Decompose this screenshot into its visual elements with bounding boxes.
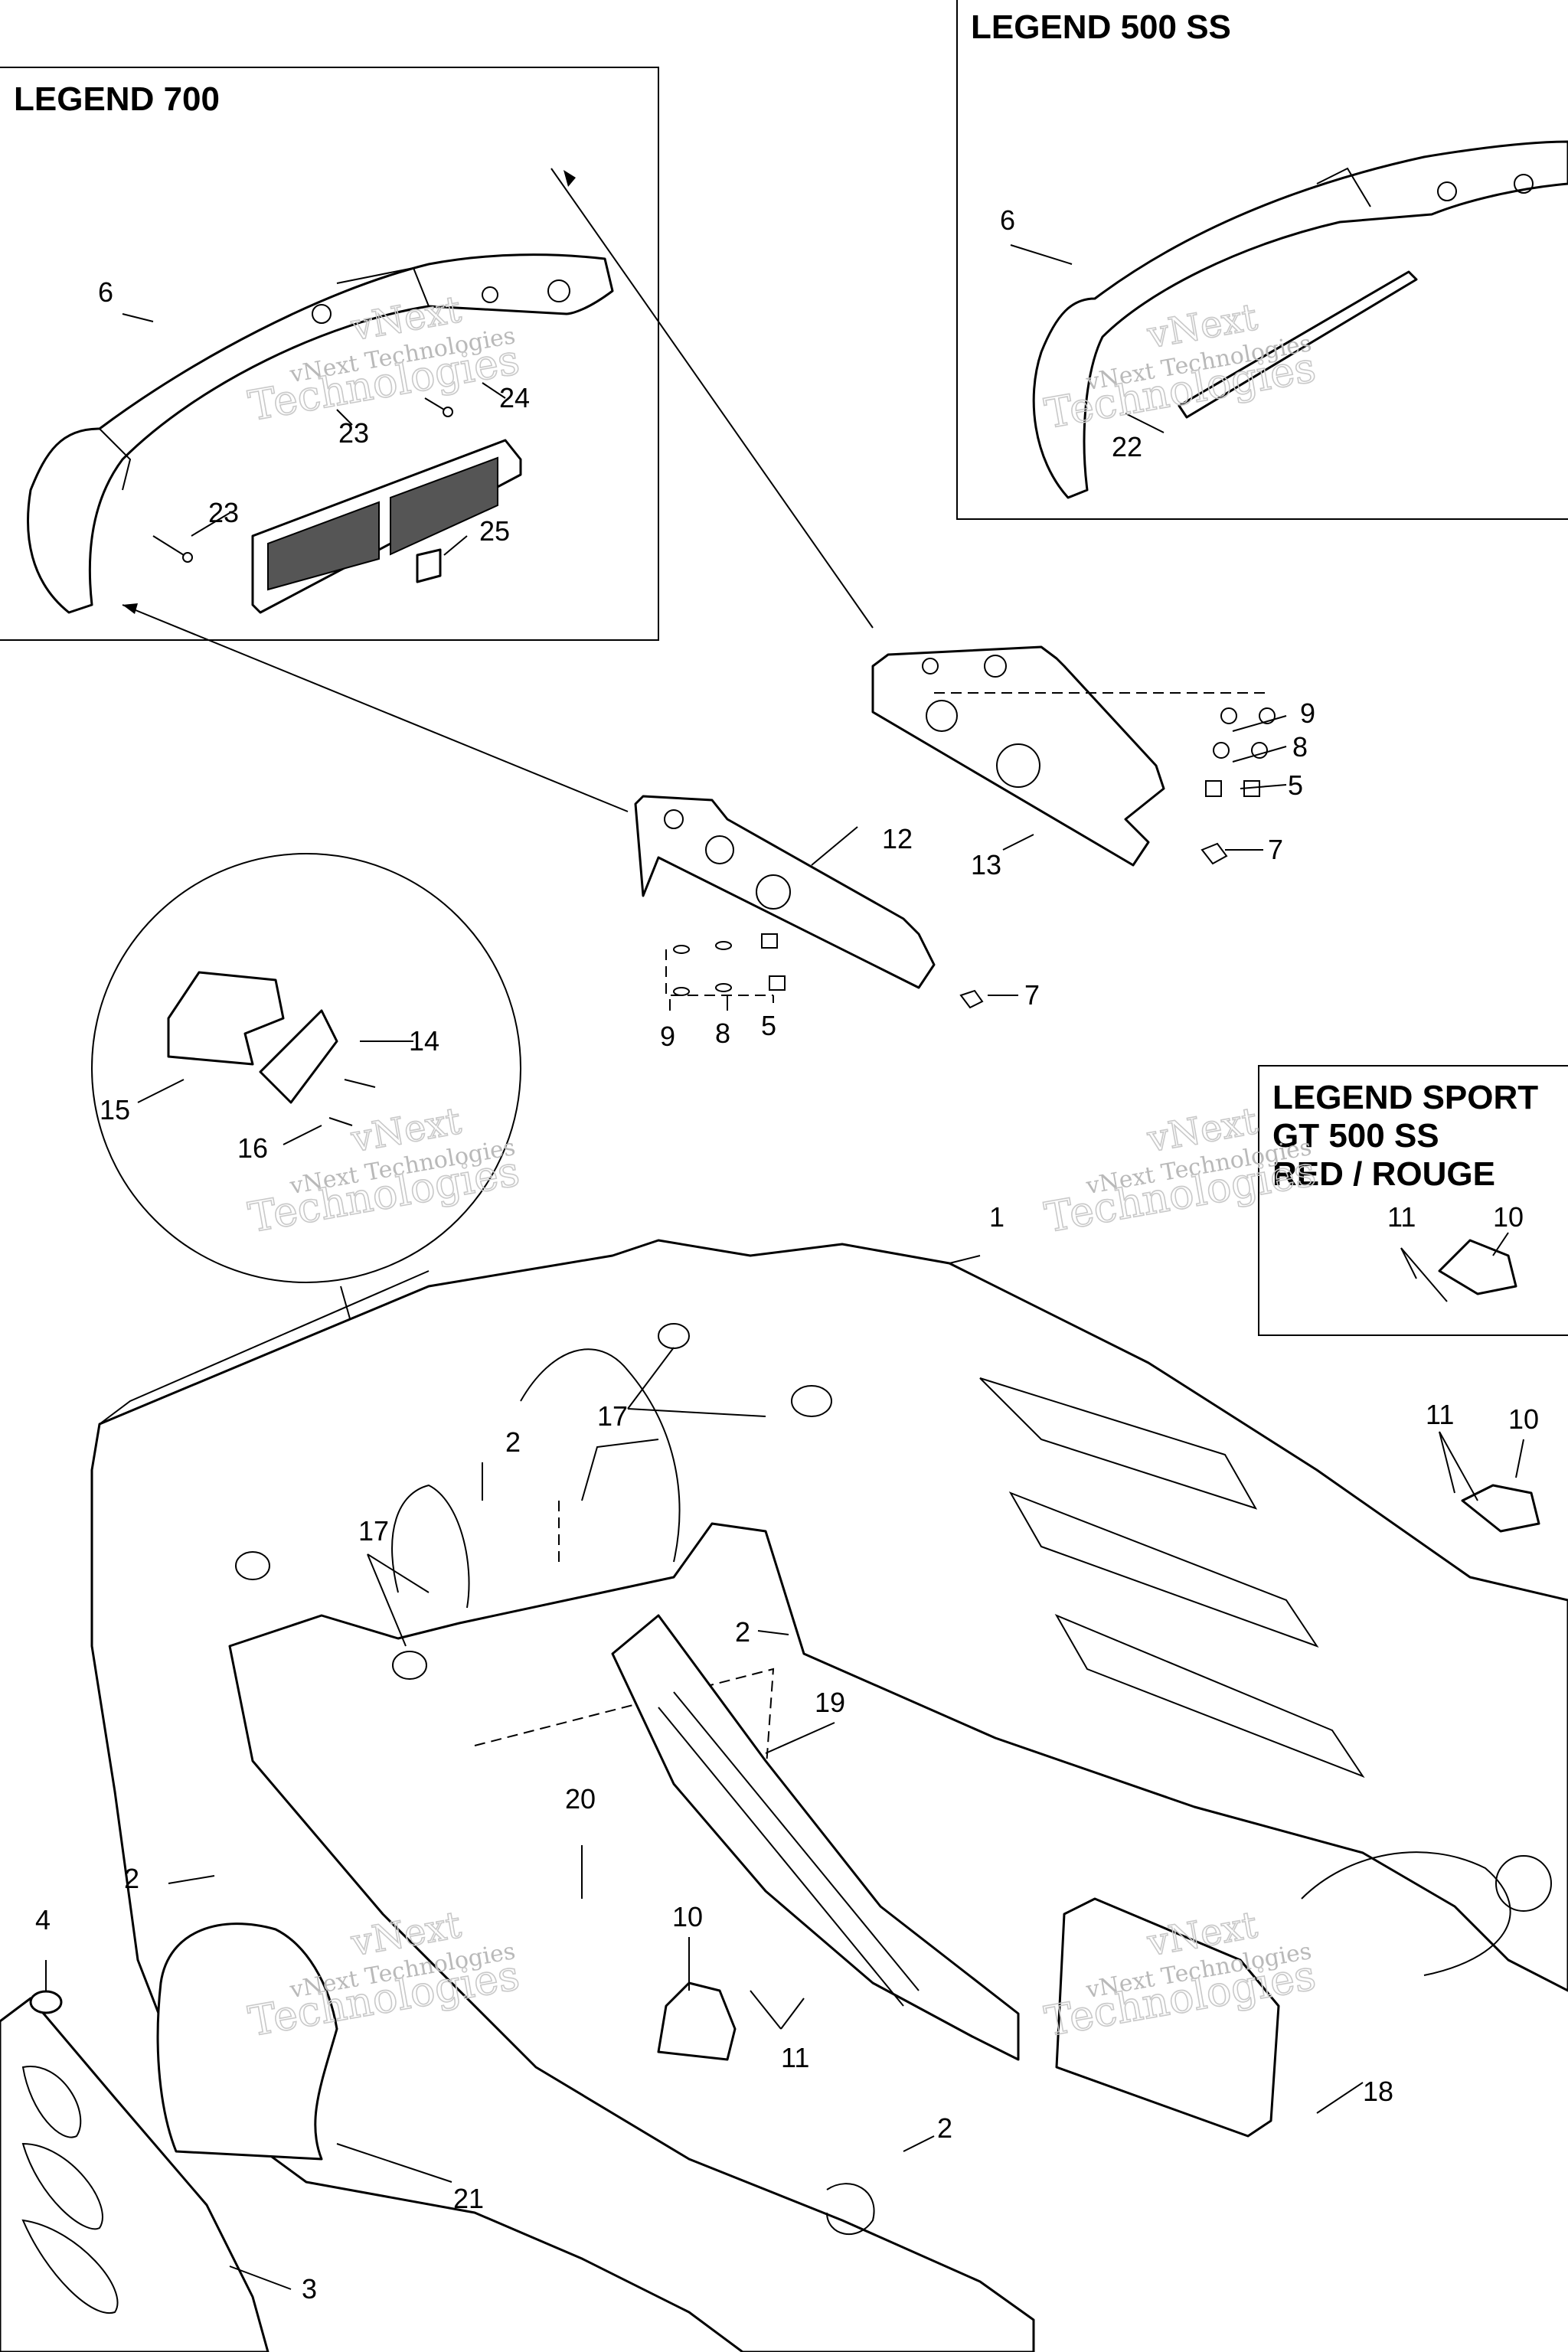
callout-23: 23 — [208, 497, 239, 528]
title-legend-700: LEGEND 700 — [14, 80, 220, 118]
inset-legend-sport: LEGEND SPORT GT 500 SS RED / ROUGE — [1258, 1065, 1568, 1336]
callout-8: 8 — [1292, 731, 1308, 763]
fastener-25 — [416, 548, 442, 583]
callout-3: 3 — [302, 2273, 317, 2305]
callout-9: 9 — [660, 1021, 675, 1052]
inset-legend-500ss: LEGEND 500 SS — [956, 0, 1568, 520]
leader-lines — [45, 168, 1524, 2290]
rail-19 — [611, 1614, 1020, 2061]
callout-17: 17 — [358, 1515, 389, 1547]
panel-18 — [1055, 1897, 1280, 2138]
callout-19: 19 — [815, 1687, 845, 1718]
title-legend-sport-3: RED / ROUGE — [1272, 1155, 1495, 1193]
callout-17: 17 — [597, 1400, 628, 1432]
callout-24: 24 — [499, 382, 530, 413]
callout-2: 2 — [505, 1426, 521, 1458]
bracket-13 — [871, 645, 1165, 867]
hardware-stack-right — [934, 692, 1276, 865]
bracket-10-right — [1438, 1239, 1540, 1533]
callout-23: 23 — [338, 417, 369, 449]
hardware-stack-left — [665, 933, 984, 1009]
callout-8: 8 — [715, 1018, 730, 1049]
callout-5: 5 — [1288, 769, 1303, 801]
callout-14: 14 — [409, 1025, 439, 1057]
callout-2: 2 — [735, 1616, 750, 1648]
callout-10: 10 — [672, 1901, 703, 1932]
callout-labels: 1 2 2 2 2 3 4 5 5 6 6 7 7 8 8 9 9 10 10 … — [35, 204, 1539, 2305]
callout-18: 18 — [1363, 2076, 1393, 2107]
callout-6: 6 — [1000, 204, 1015, 236]
callout-2: 2 — [937, 2112, 952, 2144]
grille-24 — [251, 439, 522, 614]
title-legend-sport-2: GT 500 SS — [1272, 1117, 1439, 1155]
bracket-10-lower — [657, 1981, 737, 2061]
callout-9: 9 — [1300, 697, 1315, 729]
watermark-3: vNext vNext Technologies Technologies — [244, 1099, 524, 1243]
callout-22: 22 — [1112, 431, 1142, 462]
inset-legend-700: LEGEND 700 — [0, 67, 659, 641]
callout-6: 6 — [98, 276, 113, 308]
title-legend-500ss: LEGEND 500 SS — [971, 8, 1231, 46]
callout-25: 25 — [479, 515, 510, 547]
main-tunnel-1 — [90, 1239, 1568, 2352]
callout-11: 11 — [781, 2042, 809, 2073]
callout-7: 7 — [1024, 979, 1040, 1011]
callout-2: 2 — [124, 1863, 139, 1894]
callout-21: 21 — [453, 2183, 484, 2214]
callout-12: 12 — [882, 823, 913, 854]
callout-10: 10 — [1493, 1201, 1524, 1233]
callout-11: 11 — [1387, 1201, 1416, 1233]
callout-5: 5 — [761, 1010, 776, 1041]
callout-15: 15 — [100, 1094, 130, 1125]
callout-11: 11 — [1426, 1399, 1454, 1430]
callout-20: 20 — [565, 1783, 596, 1815]
rivets-23 — [152, 397, 453, 563]
cap-4 — [29, 1990, 63, 2014]
panel-21 — [156, 1922, 338, 2161]
bracket-12 — [634, 795, 936, 989]
callout-4: 4 — [35, 1904, 51, 1936]
detail-circle — [91, 853, 521, 1624]
callout-10: 10 — [1508, 1403, 1539, 1435]
callout-7: 7 — [1268, 834, 1283, 865]
rear-bumper-700 — [27, 253, 614, 614]
callout-13: 13 — [971, 849, 1001, 880]
side-panel-3 — [0, 1997, 270, 2352]
callout-1: 1 — [989, 1201, 1004, 1233]
title-legend-sport-1: LEGEND SPORT — [1272, 1079, 1538, 1116]
callout-16: 16 — [237, 1132, 268, 1164]
rear-bumper-500ss — [1032, 140, 1568, 499]
